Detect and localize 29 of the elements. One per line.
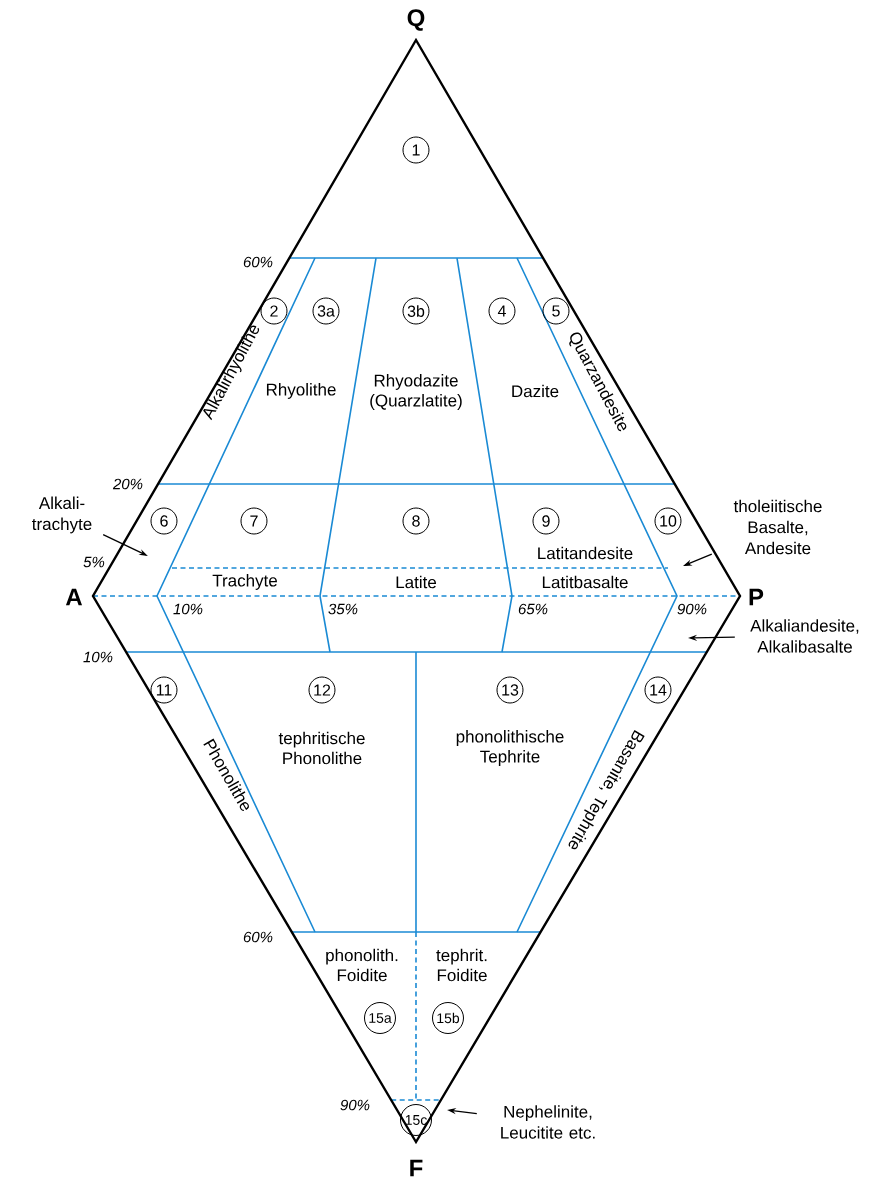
- field-name: Latitbasalte: [542, 575, 628, 589]
- percent-label: 60%: [243, 256, 273, 268]
- field-name: tephrit. Foidite: [436, 948, 487, 982]
- field-name: phonolith. Foidite: [326, 948, 398, 982]
- field-name: tephritische Phonolithe: [278, 731, 365, 765]
- callout-text: Alkali- trachyte: [32, 496, 92, 534]
- corner-letter: A: [65, 588, 83, 606]
- percent-label: 60%: [243, 931, 273, 943]
- percent-label: 10%: [83, 651, 113, 663]
- callout-text: Alkaliandesite, Alkalibasalte: [750, 619, 859, 653]
- corner-letter: F: [410, 1159, 423, 1177]
- field-name: Dazite: [512, 384, 559, 398]
- field-name: Latite: [396, 575, 437, 589]
- percent-label: 90%: [340, 1099, 370, 1111]
- percent-label: 10%: [173, 603, 203, 615]
- field-name: Trachyte: [212, 574, 277, 590]
- percent-label: 65%: [518, 603, 548, 615]
- field-name: Latitandesite: [538, 546, 633, 560]
- corner-letter: P: [749, 588, 764, 606]
- percent-label: 35%: [328, 603, 358, 615]
- callout-text: tholeiitische Basalte, Andesite: [733, 499, 822, 555]
- percent-label: 90%: [677, 603, 707, 615]
- field-name: Rhyodazite (Quarzlatite): [370, 374, 462, 410]
- percent-label: 5%: [83, 556, 105, 568]
- field-name: phonolithische Tephrite: [456, 730, 564, 766]
- field-name: Rhyolithe: [266, 383, 336, 399]
- percent-label: 20%: [112, 478, 143, 490]
- callout-text: Nephelinite, Leucitite etc.: [501, 1105, 595, 1139]
- corner-letter: Q: [407, 9, 425, 31]
